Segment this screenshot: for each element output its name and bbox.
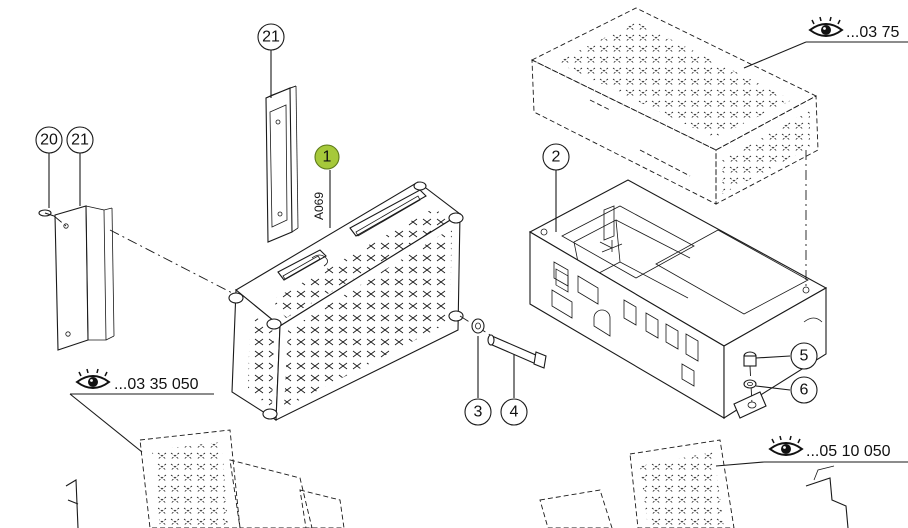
washer-6 [743,379,791,391]
ref-top-right-text: ...03 75 [846,24,899,41]
svg-text:5: 5 [800,348,809,365]
lower-ghost-parts [65,429,849,528]
callout-6[interactable]: 6 [790,376,818,404]
svg-text:1: 1 [323,149,332,166]
eye-icon [768,435,804,456]
callout-20[interactable]: 20 [35,126,63,154]
cover-ghost [530,7,819,288]
callout-2[interactable]: 2 [542,143,570,171]
callout-3[interactable]: 3 [464,398,492,426]
washer-3 [471,318,485,398]
control-unit-1 [228,170,464,421]
ref-leader-top [743,41,807,69]
eye-icon [75,368,111,389]
svg-text:20: 20 [40,132,58,149]
frame-2 [528,170,828,419]
callout-21-left[interactable]: 21 [66,126,94,154]
ref-bottom-right-text: ...05 10 050 [806,443,891,460]
part-code-label: A069 [312,192,326,220]
svg-text:3: 3 [474,404,483,421]
ref-top-right[interactable]: ...03 75 [808,16,899,41]
svg-text:6: 6 [800,382,809,399]
svg-text:4: 4 [510,404,519,421]
ref-left[interactable]: ...03 35 050 [75,368,199,393]
bracket-21-upper [265,50,299,243]
callout-21-upper[interactable]: 21 [257,23,285,51]
screw-5 [743,351,791,405]
eye-icon [808,16,844,37]
svg-text:21: 21 [71,132,89,149]
svg-text:21: 21 [262,29,280,46]
ref-left-text: ...03 35 050 [114,376,199,393]
callout-1[interactable]: 1 [314,144,340,170]
ref-bottom-right[interactable]: ...05 10 050 [768,435,891,460]
assembly-axis-line [109,229,239,297]
bracket-21-left [54,152,115,351]
bolt-4 [487,334,547,398]
callout-5[interactable]: 5 [790,342,818,370]
callout-4[interactable]: 4 [500,398,528,426]
screw-20 [38,152,67,227]
svg-text:2: 2 [552,149,561,166]
